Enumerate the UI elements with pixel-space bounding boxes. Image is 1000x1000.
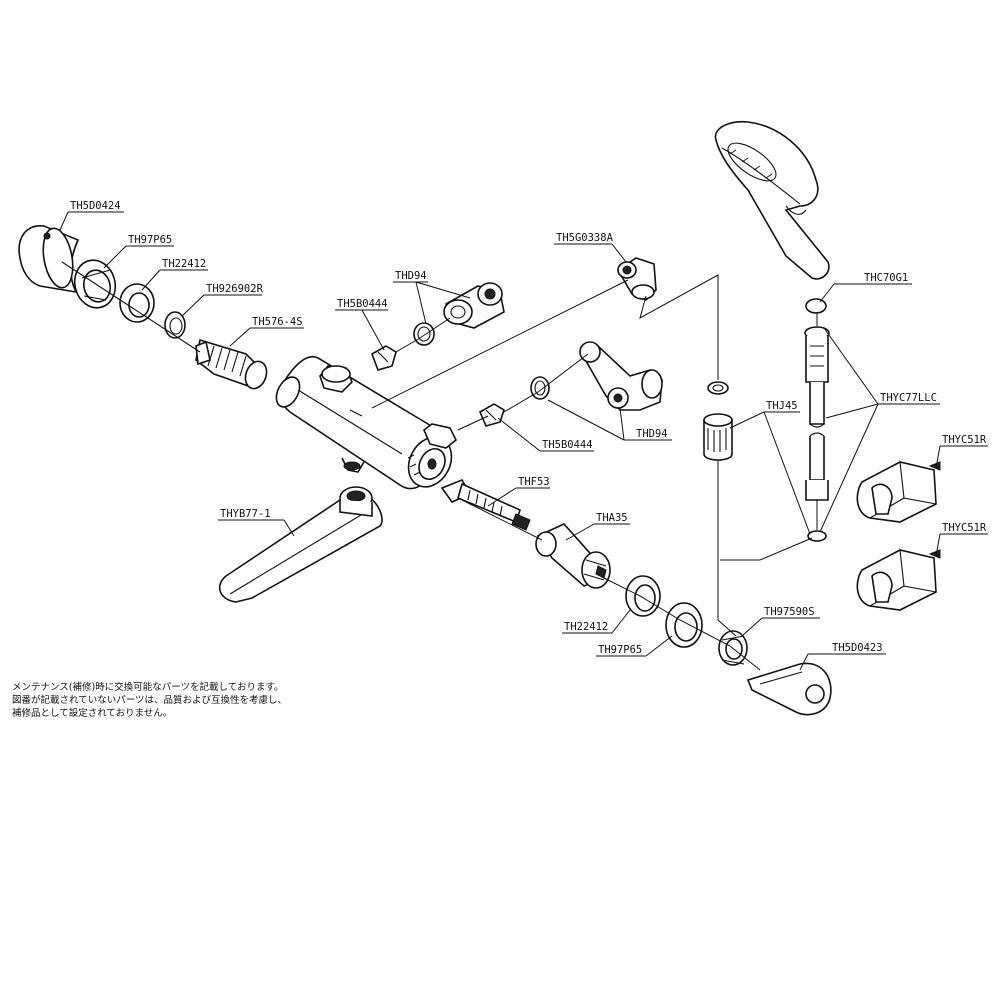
faucet-body <box>275 355 458 490</box>
spout <box>218 486 383 603</box>
right-handle-group <box>440 478 832 716</box>
label-th97590s: TH97590S <box>764 606 815 618</box>
gasket-top <box>413 322 435 346</box>
label-thd94-mid: THD94 <box>636 428 668 440</box>
label-thd94-top: THD94 <box>395 270 427 282</box>
label-thyc77llc: THYC77LLC <box>880 392 937 404</box>
maintenance-note: メンテナンス(補修)時に交換可能なパーツを記載しております。 図番が記載されてい… <box>12 681 287 720</box>
label-th5b0444-mid: TH5B0444 <box>542 439 593 451</box>
label-thf53: THF53 <box>518 476 550 488</box>
label-th5d0424: TH5D0424 <box>70 200 121 212</box>
filter-thj45 <box>703 381 733 461</box>
mid-connector-group <box>478 341 663 427</box>
hook-lower <box>856 549 941 611</box>
label-tha35: THA35 <box>596 512 628 524</box>
upper-connector-group <box>371 282 505 371</box>
label-thyc51r-1: THYC51R <box>942 434 987 446</box>
label-th5d0423: TH5D0423 <box>832 642 883 654</box>
note-line-3: 補修品として設定されておりません。 <box>12 708 173 719</box>
label-th926902r: TH926902R <box>206 283 264 295</box>
label-thj45: THJ45 <box>766 400 798 412</box>
elbow-th5g0338a <box>616 257 657 301</box>
assembly-lines <box>371 274 818 671</box>
label-th5b0444-top: TH5B0444 <box>337 298 388 310</box>
hook-upper <box>856 461 941 523</box>
leader-lines <box>59 211 988 671</box>
label-thyb77-1: THYB77-1 <box>220 508 271 520</box>
hand-shower <box>714 120 830 314</box>
note-line-2: 図番が記載されていないパーツは、品質および互換性を考慮し、 <box>12 695 288 706</box>
cartridge-left <box>195 338 268 390</box>
label-th22412-top: TH22412 <box>162 258 206 270</box>
label-th5g0338a: TH5G0338A <box>556 232 614 244</box>
left-handle-group <box>18 225 268 390</box>
part-labels: TH5D0424 TH97P65 TH22412 TH926902R TH576… <box>70 200 987 656</box>
note-line-1: メンテナンス(補修)時に交換可能なパーツを記載しております。 <box>12 682 284 693</box>
label-th97p65-bot: TH97P65 <box>598 644 642 656</box>
label-th22412-bot: TH22412 <box>564 621 608 633</box>
label-th576-4s: TH576-4S <box>252 316 303 328</box>
label-thc70g1: THC70G1 <box>864 272 908 284</box>
label-thyc51r-2: THYC51R <box>942 522 987 534</box>
hose <box>804 326 830 542</box>
label-th97p65-top: TH97P65 <box>128 234 172 246</box>
